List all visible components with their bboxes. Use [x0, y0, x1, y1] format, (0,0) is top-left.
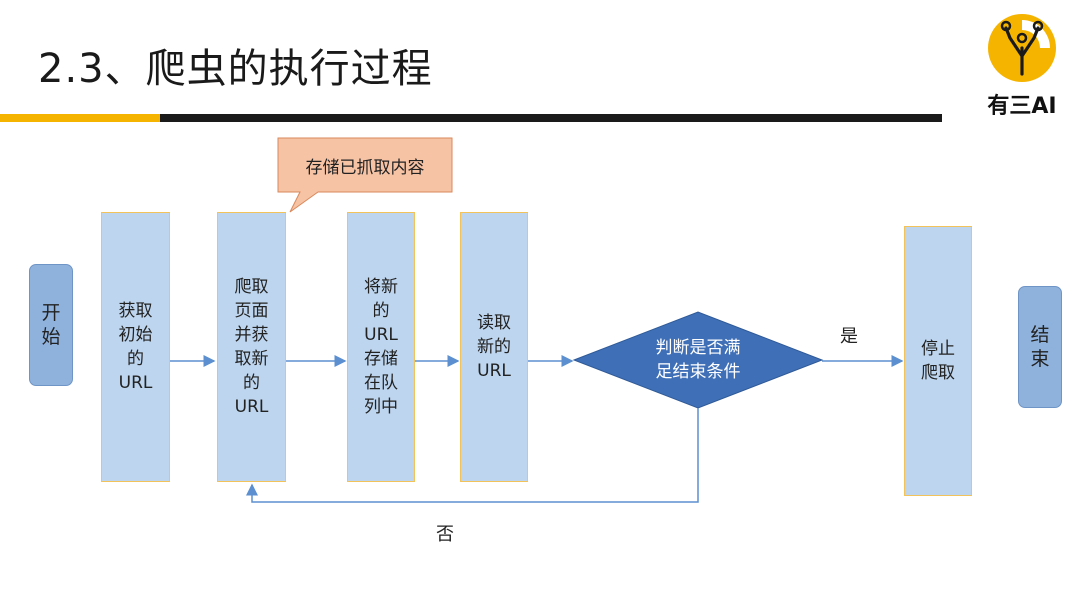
decision-diamond: [572, 311, 824, 409]
yes-label: 是: [840, 326, 858, 347]
no-label: 否: [436, 524, 454, 545]
brand-logo: 有三AI: [982, 8, 1062, 119]
callout-text: 存储已抓取内容: [305, 157, 425, 178]
title-underline-accent: [0, 114, 160, 122]
slide-title: 2.3、爬虫的执行过程: [38, 46, 433, 92]
step-get-initial-url: 获取 初始 的 URL: [101, 212, 170, 482]
end-node: 结 束: [1018, 286, 1062, 408]
title-underline: [160, 114, 942, 122]
arrow-no-loop: [246, 408, 699, 503]
decision-label: 判断是否满 足结束条件: [655, 338, 741, 382]
step-read-url: 读取 新的 URL: [460, 212, 528, 482]
step-stop-crawl: 停止 爬取: [904, 226, 972, 496]
step-store-queue: 将新 的 URL 存储 在队 列中: [347, 212, 415, 482]
start-node: 开 始: [29, 264, 73, 386]
step-crawl-page: 爬取 页面 并获 取新 的 URL: [217, 212, 286, 482]
callout-bubble: [277, 137, 453, 213]
logo-text: 有三AI: [987, 94, 1057, 119]
logo-circuit-icon: [988, 14, 1056, 82]
